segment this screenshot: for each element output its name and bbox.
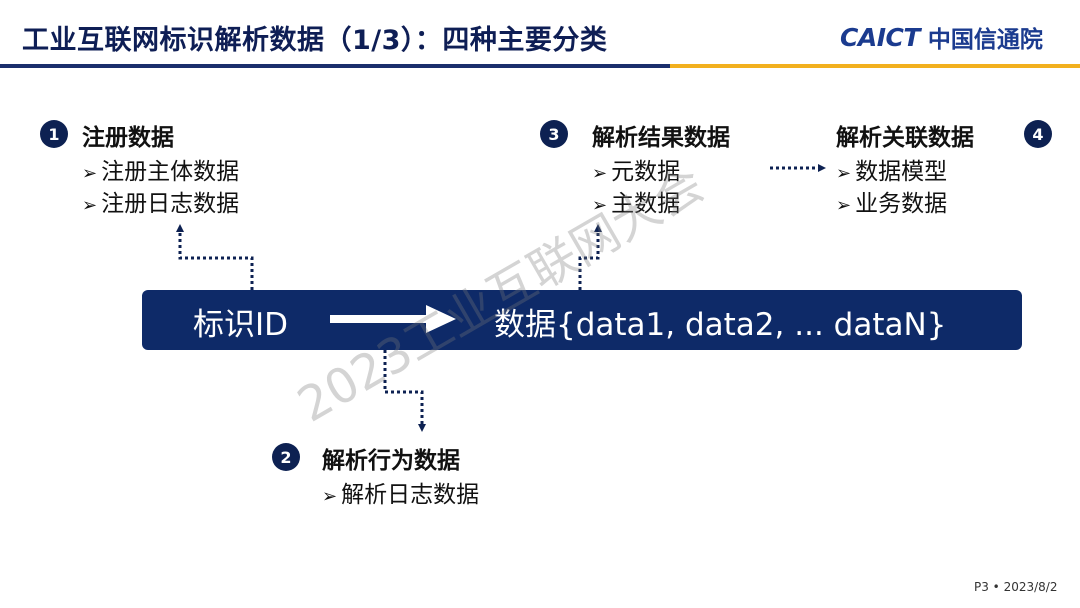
group2-number-badge: 2 <box>272 443 300 471</box>
group4-item: ➢数据模型 <box>836 159 948 185</box>
group1-number-badge: 1 <box>40 120 68 148</box>
group3-number-badge: 3 <box>540 120 568 148</box>
group2-title: 解析行为数据 <box>322 448 460 474</box>
group4-item: ➢业务数据 <box>836 191 948 217</box>
logo-text-cn: 中国信通院 <box>927 27 1043 53</box>
group4-number-badge: 4 <box>1024 120 1052 148</box>
identifier-label: 标识ID <box>193 307 289 343</box>
group1-item: ➢注册主体数据 <box>82 159 240 185</box>
connector-group1 <box>176 224 254 290</box>
bullet-arrow-icon: ➢ <box>82 195 98 216</box>
group1-title: 注册数据 <box>82 125 174 151</box>
bullet-arrow-icon: ➢ <box>82 163 98 184</box>
connector-group2 <box>383 350 426 432</box>
group1-item: ➢注册日志数据 <box>82 191 240 217</box>
group3-title: 解析结果数据 <box>592 125 730 151</box>
header-rule-navy <box>0 64 670 68</box>
right-arrow-icon <box>330 305 456 333</box>
page-title: 工业互联网标识解析数据（1/3）：四种主要分类 <box>22 25 608 56</box>
group2-item: ➢解析日志数据 <box>322 482 480 508</box>
connector-group3 <box>578 224 602 290</box>
bullet-arrow-icon: ➢ <box>836 163 852 184</box>
caict-logo: CAICT 中国信通院 <box>840 20 1043 54</box>
slide-footer: P3 • 2023/8/2 <box>974 580 1058 594</box>
logo-text-en: CAICT <box>840 22 920 52</box>
data-set-label: 数据{data1, data2, ... dataN} <box>494 307 947 343</box>
header-rule-gold <box>670 64 1080 68</box>
identifier-data-bar <box>142 290 1022 350</box>
group4-title: 解析关联数据 <box>836 125 974 151</box>
bullet-arrow-icon: ➢ <box>592 195 608 216</box>
group3-item: ➢主数据 <box>592 191 681 217</box>
bullet-arrow-icon: ➢ <box>836 195 852 216</box>
bullet-arrow-icon: ➢ <box>322 486 338 507</box>
bullet-arrow-icon: ➢ <box>592 163 608 184</box>
group3-item: ➢元数据 <box>592 159 681 185</box>
